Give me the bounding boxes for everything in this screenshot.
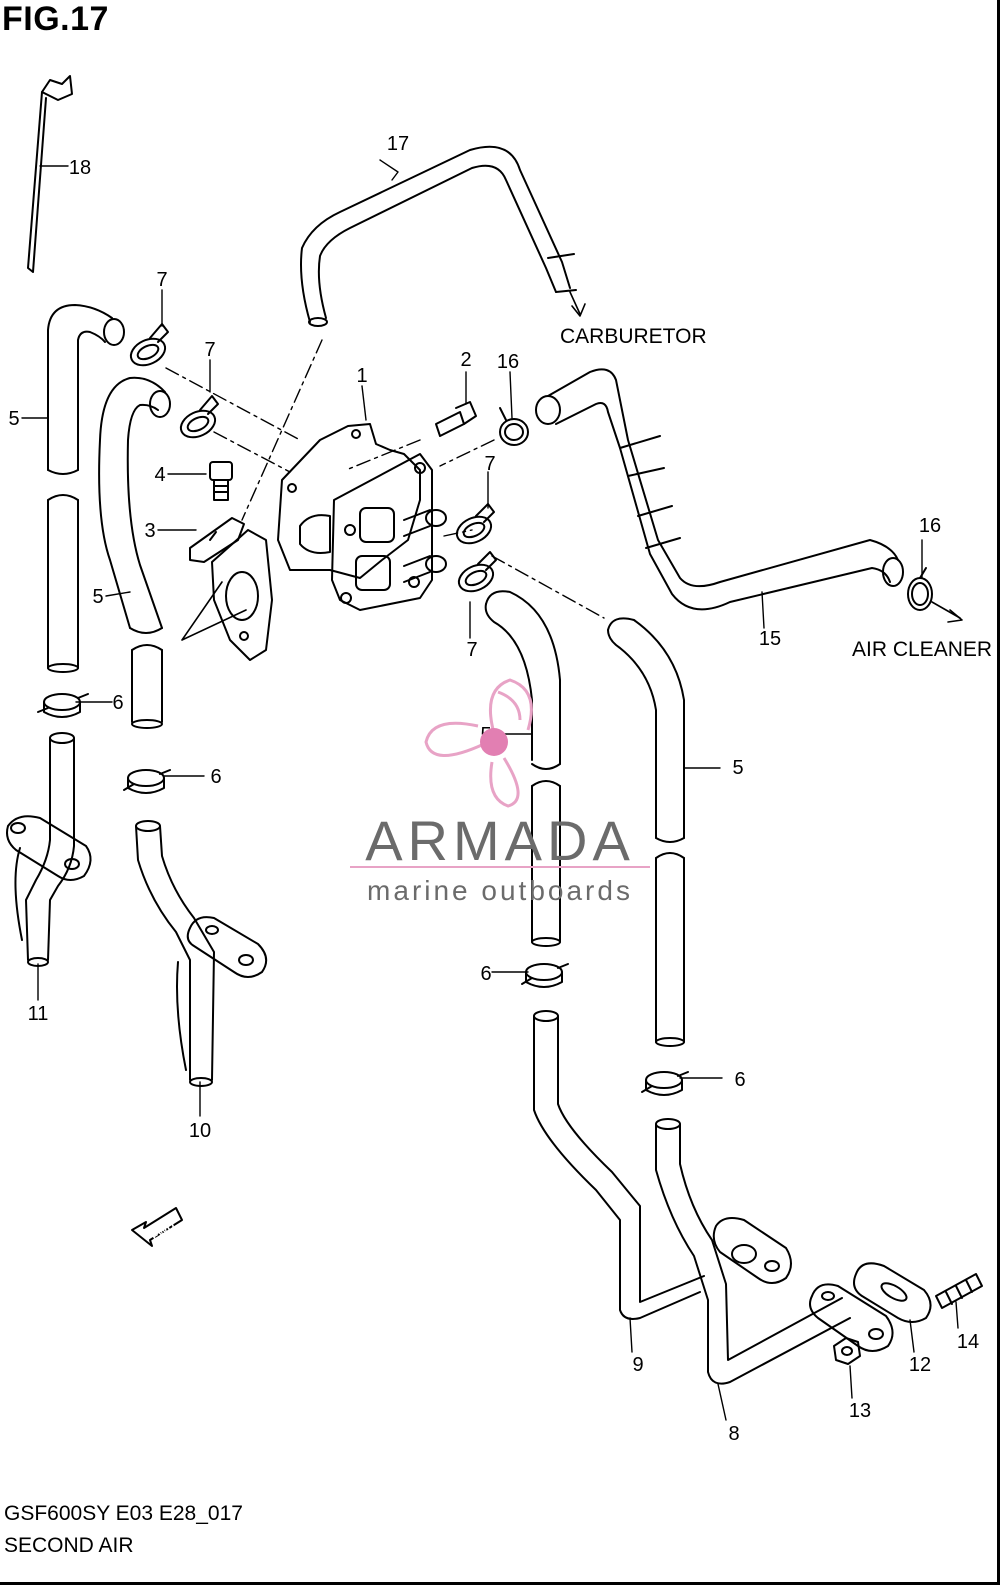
callout-16-upper: 16 [497, 351, 519, 373]
callout-7-c: 7 [484, 453, 495, 475]
callout-18: 18 [69, 157, 91, 179]
watermark-logo [424, 678, 533, 808]
part-16-clamp-lower [907, 567, 933, 611]
footer-model-code: GSF600SY E03 E28_017 [4, 1502, 243, 1525]
callout-4: 4 [154, 464, 165, 486]
part-12-gasket [853, 1262, 932, 1323]
figure-title: FIG.17 [2, 0, 109, 38]
carburetor-arrow-head [571, 303, 586, 317]
callout-2: 2 [460, 349, 471, 371]
air-cleaner-label: AIR CLEANER [852, 638, 992, 661]
part-11-pipe [6, 732, 92, 967]
part-1-reed-valve [277, 423, 447, 611]
assembly-lines [165, 339, 605, 619]
footer-section-name: SECOND AIR [4, 1534, 134, 1557]
callout-3-leaders [181, 581, 247, 641]
part-8-pipe [655, 1118, 894, 1385]
callout-6-b: 6 [210, 766, 221, 788]
callout-11: 11 [28, 1003, 49, 1025]
callout-14: 14 [957, 1331, 979, 1353]
part-15-hose [535, 368, 904, 611]
part-6-clamp-4 [641, 1071, 689, 1096]
part-5-hose-right [607, 617, 685, 1047]
callout-9: 9 [632, 1354, 643, 1376]
callout-5-left-inner: 5 [92, 586, 103, 608]
part-16-clamp-upper [499, 407, 529, 446]
carburetor-arrow-line [569, 291, 581, 315]
frame-right-edge [997, 0, 1000, 1585]
part-7-clamp-1 [129, 323, 169, 367]
watermark-tagline: marine outboards [367, 875, 633, 906]
gasket-plate [211, 529, 273, 661]
part-6-clamp-1 [37, 693, 89, 718]
callout-6-a: 6 [112, 692, 123, 714]
watermark-brand: ARMADA [365, 809, 635, 872]
part-7-clamp-2 [179, 395, 219, 439]
leader-lines [21, 159, 959, 1421]
callout-7-b: 7 [204, 339, 215, 361]
carburetor-label: CARBURETOR [560, 325, 707, 348]
fwd-arrow [131, 1207, 183, 1247]
callout-7-a: 7 [156, 269, 167, 291]
callout-1: 1 [356, 365, 367, 387]
frame-bottom-edge [0, 1582, 1000, 1585]
part-2-bolt [435, 401, 477, 437]
part-18-probe [27, 75, 73, 273]
part-14-stud [935, 1273, 983, 1309]
part-9-pipe [533, 1010, 792, 1320]
callout-8: 8 [728, 1423, 739, 1445]
callout-5-left-outer: 5 [8, 408, 19, 430]
callout-6-c: 6 [480, 963, 491, 985]
part-4-bolt [209, 461, 233, 501]
callout-13: 13 [849, 1400, 871, 1422]
callout-7-d: 7 [466, 639, 477, 661]
part-7-clamp-3 [455, 503, 495, 545]
callout-17: 17 [387, 133, 409, 155]
air-cleaner-arrow-head [947, 609, 963, 623]
part-17-hose [300, 145, 577, 327]
callout-15: 15 [759, 628, 781, 650]
watermark-divider [350, 866, 650, 868]
callout-5-right: 5 [732, 757, 743, 779]
callout-12: 12 [909, 1354, 931, 1376]
callout-10: 10 [189, 1120, 211, 1142]
part-5-hose-center [484, 590, 561, 947]
part-7-clamp-4 [457, 551, 497, 593]
callout-6-d: 6 [734, 1069, 745, 1091]
callout-3: 3 [144, 520, 155, 542]
part-6-clamp-2 [123, 769, 171, 794]
part-5-hose-left-inner [98, 376, 171, 729]
part-5-hose-left-outer [47, 304, 125, 673]
part-13-nut [833, 1337, 861, 1365]
part-10-pipe [135, 820, 268, 1087]
callout-16-lower: 16 [919, 515, 941, 537]
fwd-label: FWD [150, 1220, 178, 1243]
part-6-clamp-3 [521, 963, 569, 988]
